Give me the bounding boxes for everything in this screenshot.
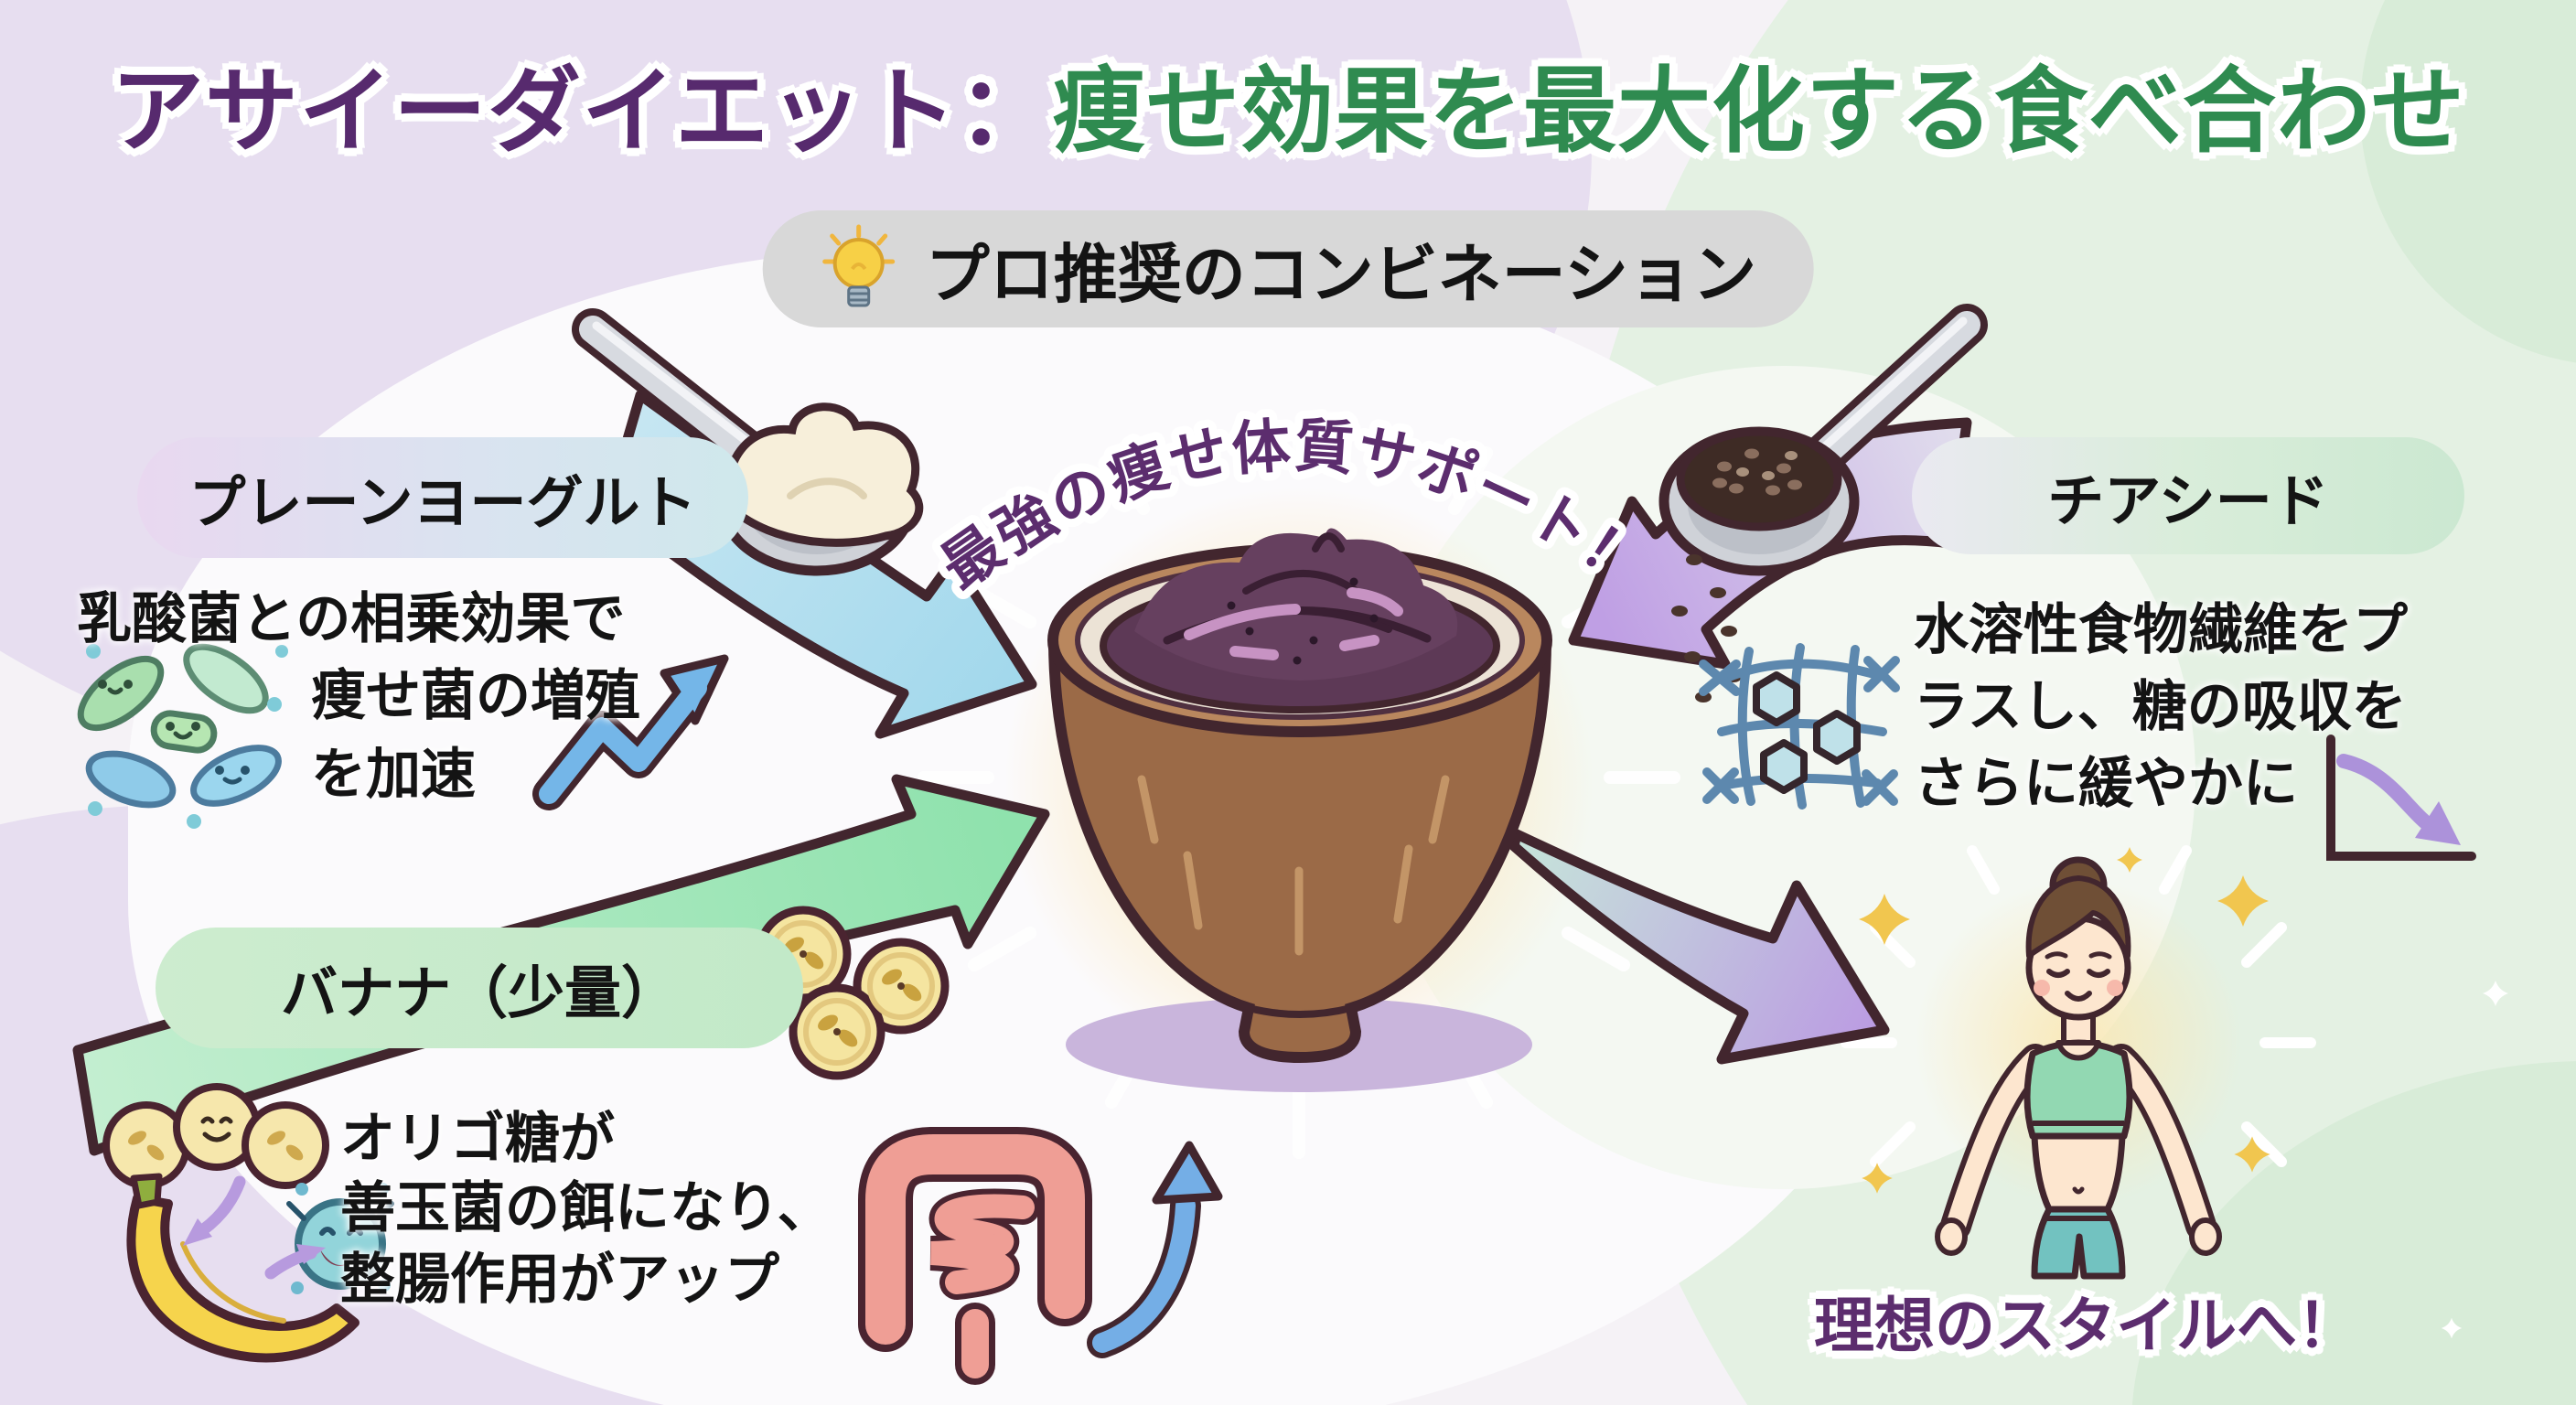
title-effect-part: 痩せ効果を最大化する食べ合わせ [1051,59,2465,164]
svg-text:最強の痩せ体質サポート！: 最強の痩せ体質サポート！ [929,413,1658,601]
banana-slices-icon [755,906,950,1080]
slim-woman-icon [1935,856,2222,1280]
lightbulb-icon [822,224,896,307]
title-acai-part: アサイーダイエット： [111,59,1052,164]
arrow-bowl-to-result [1508,829,1890,1065]
chia-desc-line2: ラスし、糖の吸収を [1914,676,2407,737]
spoon-chia-icon [1658,304,1988,702]
corner-sparkles [2441,981,2508,1339]
banana-desc-line2: 善玉菌の餌になり、 [340,1177,832,1239]
intestine-icon [858,1127,1092,1385]
result-label: 理想のスタイルへ！ [1814,1292,2357,1359]
acai-bowl-icon [1047,528,1552,1092]
banana-label: バナナ（少量） [280,962,678,1025]
chia-label: チアシード [2047,470,2329,533]
yogurt-desc-line1: 乳酸菌との相乗効果で [77,588,626,649]
label-pill-banana: バナナ（少量） [156,928,803,1048]
growth-arrow-icon [532,654,729,810]
good-bacteria-icon [286,1183,394,1294]
yogurt-desc-line3: を加速 [311,744,476,805]
page-title: アサイーダイエット：痩せ効果を最大化する食べ合わせ [0,37,2576,171]
banana-desc-line1: オリゴ糖が [340,1108,615,1169]
chia-desc-line3: さらに緩やかに [1914,753,2298,814]
arc-slogan: 最強の痩せ体質サポート！ [921,404,1664,609]
label-pill-yogurt: プレーンヨーグルト [137,437,748,558]
yogurt-desc-line2: 痩せ菌の増殖 [311,665,640,726]
yogurt-label: プレーンヨーグルト [188,472,697,535]
cycle-arrows [183,1175,326,1280]
chia-desc-line1: 水溶性食物繊維をプ [1914,599,2408,660]
badge-label: プロ推奨のコンビネーション [925,238,1757,310]
arc-slogan-svg: 最強の痩せ体質サポート！ [921,404,1664,609]
banana-desc-line3: 整腸作用がアップ [340,1249,779,1310]
bacteria-cluster-icon [77,643,288,829]
label-pill-chia: チアシード [1912,437,2464,554]
sugar-absorption-chart-icon [2326,735,2476,861]
banana-icon [102,1083,394,1363]
sparkle-icon [1859,847,2270,1194]
intestine-up-arrow-icon [1087,1141,1223,1358]
falling-chia-seeds [1671,554,1742,702]
pro-recommendation-badge: プロ推奨のコンビネーション [762,210,1814,327]
fiber-network-icon [1699,643,1900,810]
